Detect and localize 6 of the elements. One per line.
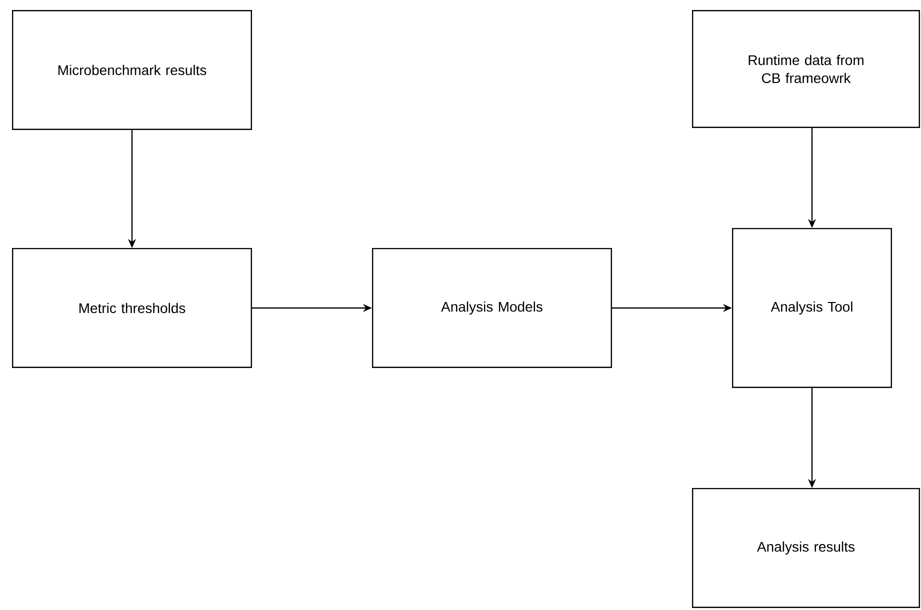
process-box: Metric thresholds	[12, 248, 252, 368]
process-box: Runtime data from CB frameowrk	[692, 10, 920, 128]
process-box: Analysis results	[692, 488, 920, 608]
process-box: Microbenchmark results	[12, 10, 252, 130]
process-box: Analysis Tool	[732, 228, 892, 388]
process-box: Analysis Models	[372, 248, 612, 368]
